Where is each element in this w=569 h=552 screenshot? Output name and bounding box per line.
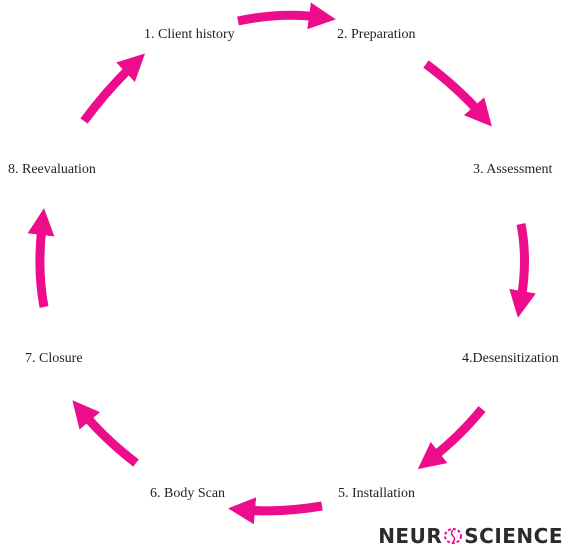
cycle-arrow-1: [237, 2, 336, 30]
neuroscience-logo: NEUR SCIENCE: [378, 524, 563, 548]
brain-icon: [444, 528, 463, 544]
step-1-client-history: 1. Client history: [144, 27, 235, 42]
step-2-preparation: 2. Preparation: [337, 27, 416, 42]
cycle-arrow-4: [417, 406, 486, 470]
step-7-closure: 7. Closure: [25, 351, 83, 366]
logo-text-left: NEUR: [378, 524, 443, 548]
cycle-arrow-7: [27, 208, 55, 308]
step-5-installation: 5. Installation: [338, 486, 415, 501]
cycle-arrow-8: [80, 53, 145, 124]
cycle-arrow-6: [72, 400, 139, 467]
step-6-body-scan: 6. Body Scan: [150, 486, 226, 501]
step-8-reevaluation: 8. Reevaluation: [8, 162, 96, 177]
step-3-assessment: 3. Assessment: [473, 162, 553, 177]
step-4-desensitization: 4.Desensitization: [462, 351, 559, 366]
logo-text-right: SCIENCE: [464, 524, 563, 548]
cycle-arrow-2: [423, 60, 492, 127]
cycle-arrow-5: [228, 497, 323, 525]
cycle-arrow-3: [509, 223, 536, 318]
